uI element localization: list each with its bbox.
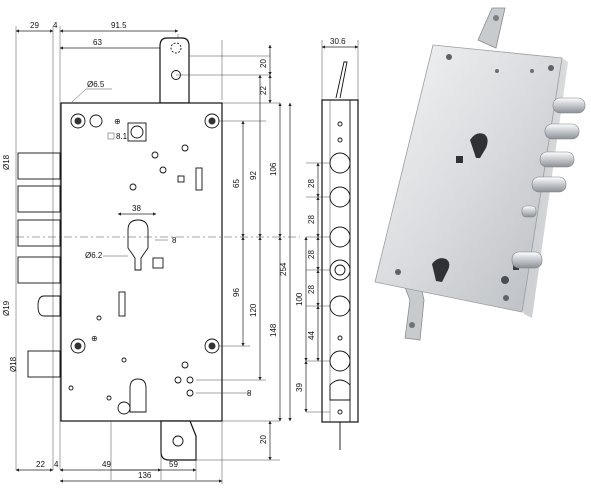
dim-136: 136 xyxy=(138,471,152,480)
side-width-30-6: 30.6 xyxy=(330,37,346,46)
dim-254: 254 xyxy=(279,262,288,276)
render-bolts xyxy=(511,97,586,269)
dim-22-bottom: 22 xyxy=(36,460,45,469)
callout-height-8: 8 xyxy=(172,236,177,245)
callout-hole-6-5: Ø6.5 xyxy=(87,80,105,89)
side-spacing-39: 39 xyxy=(295,383,304,392)
dim-22: 22 xyxy=(259,86,268,95)
bolt-dia-18-b: Ø18 xyxy=(9,356,18,372)
side-spacing-28-b: 28 xyxy=(307,215,316,224)
dim-4-top: 4 xyxy=(53,21,58,30)
dim-106: 106 xyxy=(269,162,278,176)
front-view: 29 4 91.5 63 ⊕ Ø6.5 8.1 xyxy=(2,21,300,484)
dim-96: 96 xyxy=(232,288,241,297)
dim-29: 29 xyxy=(30,21,39,30)
dim-120: 120 xyxy=(249,303,258,317)
screw-glyph: ⊕ xyxy=(114,117,121,126)
dim-63: 63 xyxy=(93,38,102,47)
bolt-dia-18-a: Ø18 xyxy=(2,154,11,170)
callout-width-38: 38 xyxy=(132,204,141,213)
bolt-dia-19: Ø19 xyxy=(2,300,11,316)
dim-91-5: 91.5 xyxy=(111,21,127,30)
dim-20-bottom: 20 xyxy=(259,435,268,444)
lock-render xyxy=(374,7,586,341)
dim-59: 59 xyxy=(169,460,178,469)
dim-20-top: 20 xyxy=(259,59,268,68)
dim-148: 148 xyxy=(269,323,278,337)
dim-49: 49 xyxy=(102,460,111,469)
side-spacing-28-d: 28 xyxy=(307,285,316,294)
bolt-stack xyxy=(17,152,61,378)
dim-4-bottom: 4 xyxy=(54,460,59,469)
side-spacing-44: 44 xyxy=(307,331,316,340)
dim-65: 65 xyxy=(232,179,241,188)
side-spacing-28-a: 28 xyxy=(307,179,316,188)
callout-square-8-1: 8.1 xyxy=(116,132,128,141)
side-spacing-28-c: 28 xyxy=(307,250,316,259)
dim-92: 92 xyxy=(249,171,258,180)
screw-glyph-2: ⊕ xyxy=(91,334,98,343)
callout-hole-6-2: Ø6.2 xyxy=(85,251,103,260)
dim-8-right: 8 xyxy=(247,389,252,398)
side-view: 30.6 28 28 28 2 xyxy=(295,37,359,450)
side-spacing-100: 100 xyxy=(295,292,304,306)
